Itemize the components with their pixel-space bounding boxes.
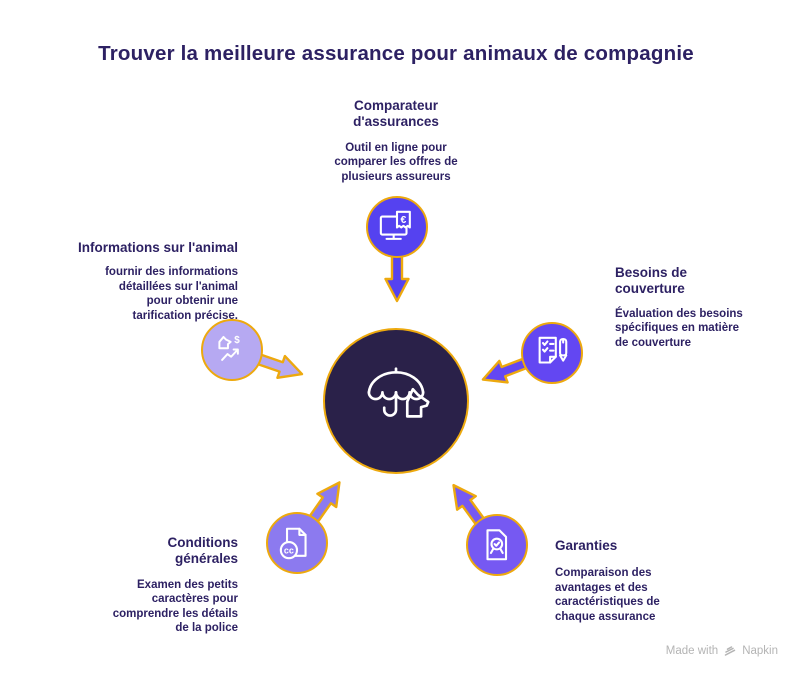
node-bottom-left-description: Examen des petits caractères pour compre… [112, 578, 238, 635]
certificate-document-icon [478, 526, 516, 564]
document-cc-icon: cc [278, 524, 316, 562]
monitor-euro-receipt-icon: € [378, 208, 416, 246]
svg-text:cc: cc [284, 545, 294, 555]
node-bottom-right-textblock: Garanties Comparaison des avantages et d… [555, 538, 705, 624]
node-right-circle [521, 322, 583, 384]
node-bottom-right-description: Comparaison des avantages et des caracté… [555, 567, 660, 623]
page-title: Trouver la meilleure assurance pour anim… [98, 42, 694, 65]
center-hub-circle [323, 328, 469, 474]
dog-price-trend-icon: $ [214, 332, 250, 368]
node-top-textblock: Comparateur d'assurances Outil en ligne … [296, 98, 496, 184]
node-top-heading: Comparateur d'assurances [353, 98, 439, 130]
node-right-textblock: Besoins de couverture Évaluation des bes… [615, 265, 743, 350]
node-bottom-right-circle [466, 514, 528, 576]
node-top-circle: € [366, 196, 428, 258]
node-bottom-right-heading: Garanties [555, 538, 618, 553]
checklist-pen-icon [533, 334, 571, 372]
made-with-label: Made with [665, 645, 719, 657]
node-bottom-left-textblock: Conditions générales Examen des petits c… [96, 535, 238, 636]
svg-text:$: $ [234, 335, 240, 346]
brand-label: Napkin [742, 645, 778, 657]
svg-text:€: € [401, 215, 407, 226]
node-left-description: fournir des informations détaillées sur … [105, 266, 238, 322]
node-bottom-left-circle: cc [266, 512, 328, 574]
made-with-napkin-link[interactable]: Made with Napkin [666, 645, 778, 657]
node-left-circle: $ [201, 319, 263, 381]
node-top-description: Outil en ligne pour comparer les offres … [334, 141, 458, 183]
node-left-textblock: Informations sur l'animal fournir des in… [68, 240, 238, 323]
node-left-heading: Informations sur l'animal [78, 240, 238, 255]
node-right-description: Évaluation des besoins spécifiques en ma… [615, 307, 743, 349]
node-bottom-left-heading: Conditions générales [167, 535, 239, 567]
umbrella-dog-icon [353, 358, 439, 444]
node-right-heading: Besoins de couverture [615, 265, 688, 297]
napkin-logo-icon [723, 645, 737, 657]
